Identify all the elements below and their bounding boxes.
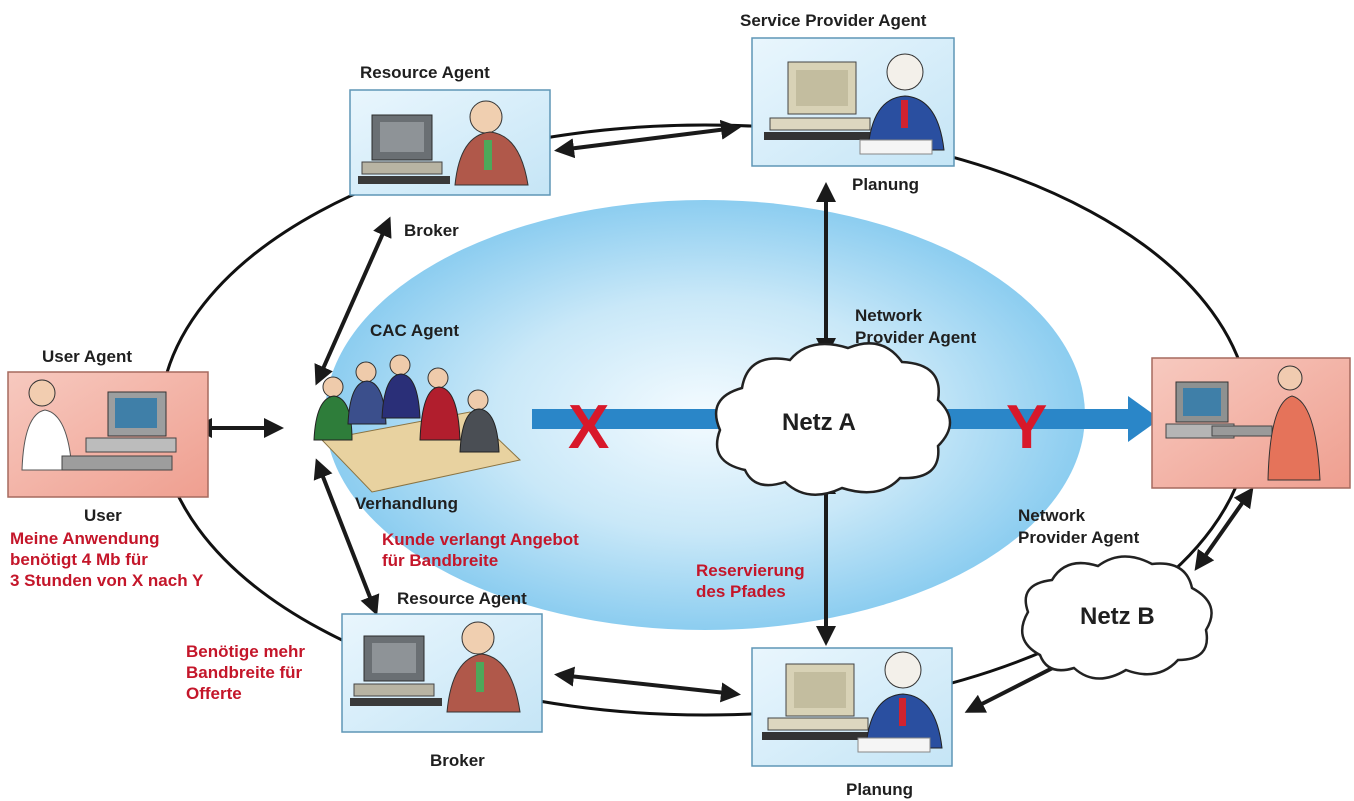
cac-agent-role: Verhandlung: [355, 494, 458, 513]
customer-offer-line-1: Kunde verlangt Angebot: [382, 530, 579, 549]
cac-agent-title: CAC Agent: [370, 321, 459, 340]
service-provider-bottom-role: Planung: [846, 780, 913, 799]
resource-agent-top: [349, 89, 551, 196]
arrow-netz-b-to-user-b: [1194, 487, 1254, 571]
user-request-line-3: 3 Stunden von X nach Y: [10, 571, 204, 590]
user-at-computer-icon: [1165, 365, 1321, 481]
user-label: User: [84, 506, 122, 525]
endpoint-x: X: [568, 393, 609, 462]
broker-need-line-3: Offerte: [186, 684, 242, 703]
broker-need-line-2: Bandbreite für: [186, 663, 303, 682]
reservation-line-1: Reservierung: [696, 561, 805, 580]
person-on-phone-icon: [454, 100, 529, 186]
network-provider-a-title-2: Provider Agent: [855, 328, 977, 347]
resource-agent-bottom: [341, 613, 543, 733]
arrow-broker-bottom-to-planung: [554, 666, 741, 703]
person-on-phone-icon: [446, 621, 521, 713]
resource-agent-top-title: Resource Agent: [360, 63, 490, 82]
network-provider-a-title: Network: [855, 306, 923, 325]
cac-agent-group-icon: [313, 354, 522, 493]
customer-offer-line-2: für Bandbreite: [382, 551, 498, 570]
bandwidth-flow-arrow: [532, 396, 1160, 442]
service-provider-agent-bottom: [751, 647, 953, 767]
network-provider-b-title: Network: [1018, 506, 1086, 525]
computer-icon: [762, 663, 872, 740]
reservation-line-2: des Pfades: [696, 582, 786, 601]
user-request-line-1: Meine Anwendung: [10, 529, 160, 548]
arrow-broker-top-to-service: [554, 119, 741, 159]
resource-agent-bottom-role: Broker: [430, 751, 485, 770]
netz-a-label: Netz A: [782, 409, 856, 436]
user-agent-right: [1151, 357, 1351, 489]
computer-icon: [350, 635, 442, 706]
netz-b-cloud-icon: [1020, 555, 1213, 680]
computer-icon: [764, 61, 874, 140]
connection-arrows: [192, 119, 1254, 713]
service-provider-top-role: Planung: [852, 175, 919, 194]
service-provider-agent-title: Service Provider Agent: [740, 11, 927, 30]
resource-agent-bottom-title: Resource Agent: [397, 589, 527, 608]
network-provider-b-title-2: Provider Agent: [1018, 528, 1140, 547]
negotiating-people-icon: [313, 354, 500, 453]
user-request-line-2: benötigt 4 Mb für: [10, 550, 148, 569]
resource-agent-top-role: Broker: [404, 221, 459, 240]
thinking-person-icon: [859, 53, 945, 155]
user-agent: [7, 371, 209, 498]
arrow-cac-to-broker-top: [314, 216, 392, 386]
computer-icon: [358, 114, 450, 184]
endpoint-y: Y: [1006, 393, 1047, 462]
arrow-cac-to-broker-bottom: [313, 458, 380, 616]
user-agent-title: User Agent: [42, 347, 132, 366]
user-at-computer-icon: [21, 379, 177, 471]
thinking-person-icon: [857, 651, 943, 753]
broker-need-line-1: Benötige mehr: [186, 642, 305, 661]
netz-b-label: Netz B: [1080, 603, 1155, 630]
service-provider-agent-top: [751, 37, 955, 167]
netz-a-cloud-icon: [714, 342, 952, 496]
